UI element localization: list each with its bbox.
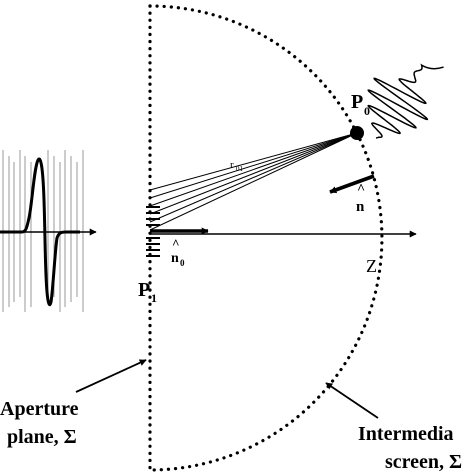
- waveform-noise-lines: [2, 150, 84, 312]
- p0-label-main: P: [351, 91, 363, 113]
- n-normal-arrow: [329, 174, 375, 194]
- p1-label-main: P: [138, 279, 150, 301]
- output-wavelet: [367, 63, 444, 139]
- ray-line: [149, 132, 358, 223]
- z-axis-label: Z: [366, 256, 377, 276]
- n0-label-subscript: 0: [180, 258, 185, 268]
- r01-label: r 01: [230, 159, 244, 173]
- p1-label-subscript: 1: [151, 291, 157, 305]
- n0-label-main: n: [171, 251, 179, 266]
- ray-line: [149, 132, 358, 199]
- aperture-plane-caption: Aperture plane, Σ: [0, 398, 79, 448]
- r01-label-subscript: 01: [236, 165, 244, 173]
- n0-label-hat: ^: [172, 236, 180, 251]
- n0-label: ^ n 0: [171, 236, 185, 268]
- n-label-hat: ^: [357, 182, 365, 197]
- input-pulse-waveform: [0, 157, 80, 307]
- r01-label-main: r: [230, 159, 234, 171]
- p0-label-subscript: 0: [364, 104, 370, 118]
- p0-point: [350, 126, 364, 140]
- screen-leader-arrow: [325, 382, 379, 419]
- aperture-caption-line2: plane, Σ: [7, 426, 77, 448]
- ray-line: [149, 132, 358, 231]
- ray-fan: [149, 132, 358, 231]
- ray-line: [149, 132, 358, 191]
- aperture-caption-line1: Aperture: [0, 398, 79, 420]
- p0-label: P 0: [351, 91, 370, 118]
- p1-label: P 1: [138, 279, 157, 305]
- input-pulse-inset: [0, 150, 97, 312]
- ray-line: [149, 132, 358, 207]
- intermediate-screen-arc: [148, 4, 384, 472]
- n-label-main: n: [356, 199, 365, 215]
- aperture-leader-arrow: [75, 359, 147, 393]
- screen-caption-line2: screen, Σ: [385, 451, 462, 473]
- ray-line: [149, 132, 358, 215]
- screen-caption-line1: Intermedia: [358, 423, 454, 445]
- n-label: ^ n: [356, 182, 365, 215]
- aperture-marks: [146, 206, 160, 257]
- intermediate-screen-caption: Intermedia screen, Σ: [358, 423, 462, 473]
- screen-geometry: [148, 4, 384, 472]
